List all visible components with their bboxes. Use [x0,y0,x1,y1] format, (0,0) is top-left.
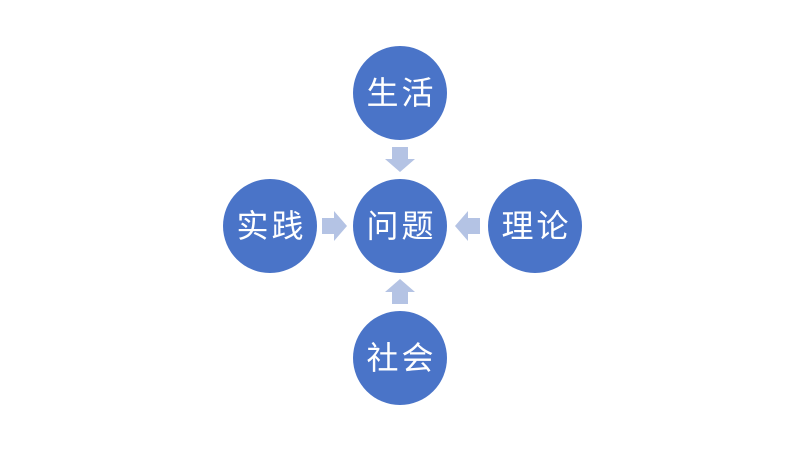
arrow-up-shape [385,279,415,304]
node-theory-circle: 理论 [488,179,582,273]
node-society-circle: 社会 [353,311,447,405]
node-problem-circle: 问题 [353,179,447,273]
node-practice-circle: 实践 [223,179,317,273]
node-life-label: 生活 [366,74,437,112]
arrow-right-icon [322,211,347,241]
node-problem-label: 问题 [366,207,437,245]
arrow-left-shape [455,211,480,241]
node-theory-label: 理论 [501,207,572,245]
arrow-right-shape [322,211,347,241]
arrow-left-icon [455,211,480,241]
node-society-label: 社会 [366,339,437,377]
node-life-circle: 生活 [353,46,447,140]
node-practice-label: 实践 [236,207,307,245]
arrow-down-shape [385,147,415,172]
arrow-down-icon [385,147,415,172]
arrow-up-icon [385,279,415,304]
